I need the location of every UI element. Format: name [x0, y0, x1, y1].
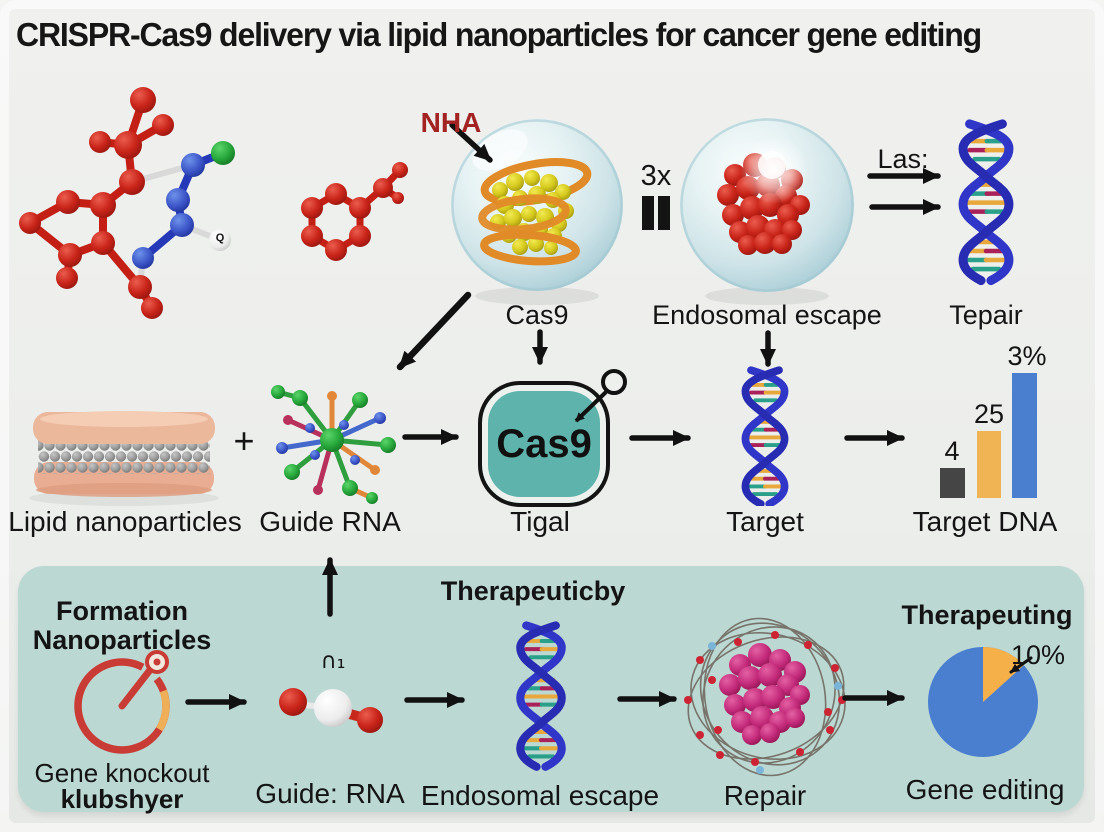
nha-label: NHA [420, 107, 482, 138]
pin-into-cas9-icon [574, 369, 627, 423]
cas9-sphere-label: Cas9 [505, 300, 569, 330]
tigal-label: Tigal [510, 506, 570, 537]
bar-value-3: 3% [1007, 341, 1047, 371]
tepair-label: Tepair [949, 300, 1023, 330]
gene-editing-label: Gene editing [905, 774, 1065, 805]
gene-knockout-label: Gene knockout [34, 758, 210, 788]
small-molecule-icon [279, 688, 383, 733]
target-dna-label: Target DNA [912, 506, 1058, 537]
molecule-structure-large [19, 87, 235, 319]
klubshyer-label: klubshyer [60, 784, 184, 814]
endosomal-escape-bottom-label: Endosomal escape [420, 780, 660, 811]
cas9-protein-box: Cas9 [478, 381, 610, 507]
atom-q-label: Q [215, 232, 225, 244]
dna-helix-tepair [963, 124, 1009, 281]
bar-value-2: 25 [973, 399, 1005, 429]
repair-label: Repair [723, 780, 807, 811]
plus-sign: + [233, 420, 255, 461]
molecule-sub-label: ∩₁ [320, 649, 346, 674]
nha-arrow [449, 122, 493, 163]
bar-dark [940, 468, 965, 498]
atom-q-ball [209, 229, 231, 251]
target-label: Target [726, 506, 804, 537]
gene-knockout-icon [74, 650, 170, 754]
page-title: CRISPR-Cas9 delivery via lipid nanoparti… [16, 16, 982, 53]
pause-bars-icon [642, 196, 670, 230]
formation-title-line1: Formation [56, 596, 188, 626]
bar-blue [1012, 373, 1037, 498]
therapeutic-title: Therapeuticby [440, 576, 626, 606]
guide-rna-bottom-label: Guide: RNA [255, 778, 405, 809]
dna-helix-endosomal [520, 625, 561, 766]
endosomal-escape-top-label: Endosomal escape [652, 300, 882, 330]
flow-arrows [185, 122, 1033, 710]
las-label: Las: [877, 144, 929, 174]
bar-value-1: 4 [944, 436, 960, 466]
target-dna-bar-chart [940, 373, 1037, 498]
repair-complex-cluster [684, 617, 846, 777]
formation-title-line2: Nanoparticles [32, 625, 212, 655]
multiplier-label: 3x [640, 160, 672, 192]
pie-annotation-arrow [1009, 656, 1033, 674]
lipid-nanoparticle-disc [29, 411, 219, 506]
sphere-to-guide-arrow [396, 291, 472, 371]
dna-helix-target [745, 370, 784, 504]
lipid-nanoparticles-label: Lipid nanoparticles [8, 506, 242, 537]
molecule-structure-small [301, 162, 408, 261]
pie-slice-orange [983, 646, 1024, 702]
gene-editing-pie-chart [928, 646, 1038, 757]
guide-rna-cluster [271, 385, 396, 504]
endosome-sphere [680, 118, 854, 305]
guide-rna-label: Guide RNA [259, 506, 401, 537]
bar-orange [977, 431, 1001, 498]
pie-annotation-label: 10% [1010, 640, 1066, 670]
therapeuting-title: Therapeuting [901, 600, 1073, 630]
